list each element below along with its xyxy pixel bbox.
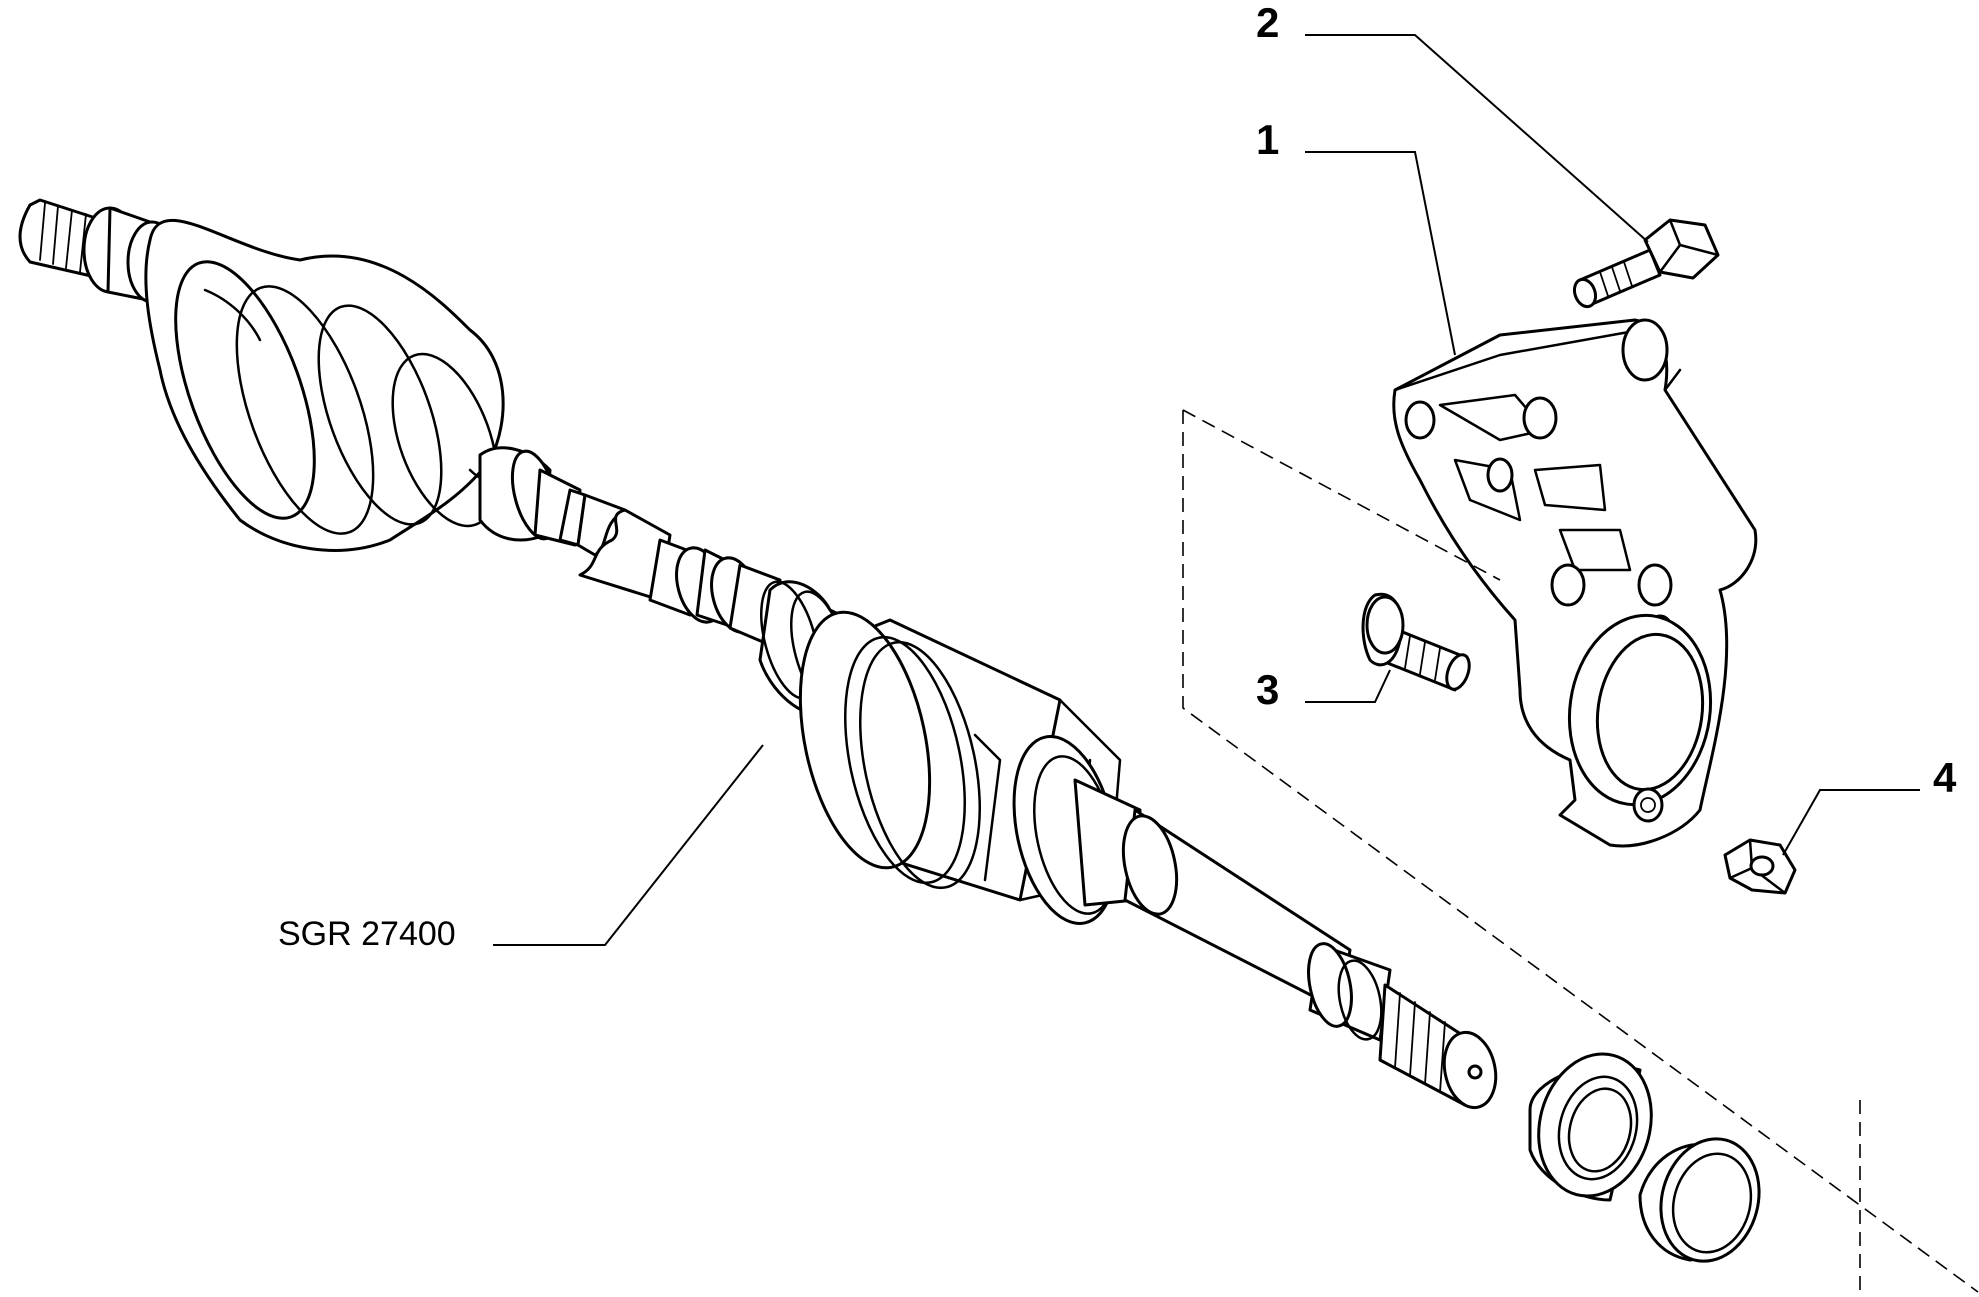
assembly-boundary [1182,409,1979,1293]
callout-4: 4 [1933,754,1957,801]
shaft-break-left [558,488,627,557]
support-bracket [1392,318,1758,848]
callout-1: 1 [1256,116,1279,163]
inner-joint-hex [1012,735,1142,925]
hex-bolt [1572,218,1720,309]
leader-lines [493,34,1920,946]
callout-3: 3 [1256,666,1279,713]
flanged-bolt [1361,592,1471,692]
drive-shaft-assembly [18,198,1498,1110]
reference-code-label: SGR 27400 [278,915,456,953]
hex-nut [1723,838,1797,895]
intermediate-shaft [648,538,782,647]
bearing [1528,1052,1653,1202]
inner-shaft [1121,808,1392,1042]
outer-cv-boot [144,218,522,552]
sleeve [1638,1137,1761,1263]
inner-spline-end [1378,983,1498,1110]
inner-joint-housing [798,610,1122,902]
callout-2: 2 [1256,0,1279,46]
